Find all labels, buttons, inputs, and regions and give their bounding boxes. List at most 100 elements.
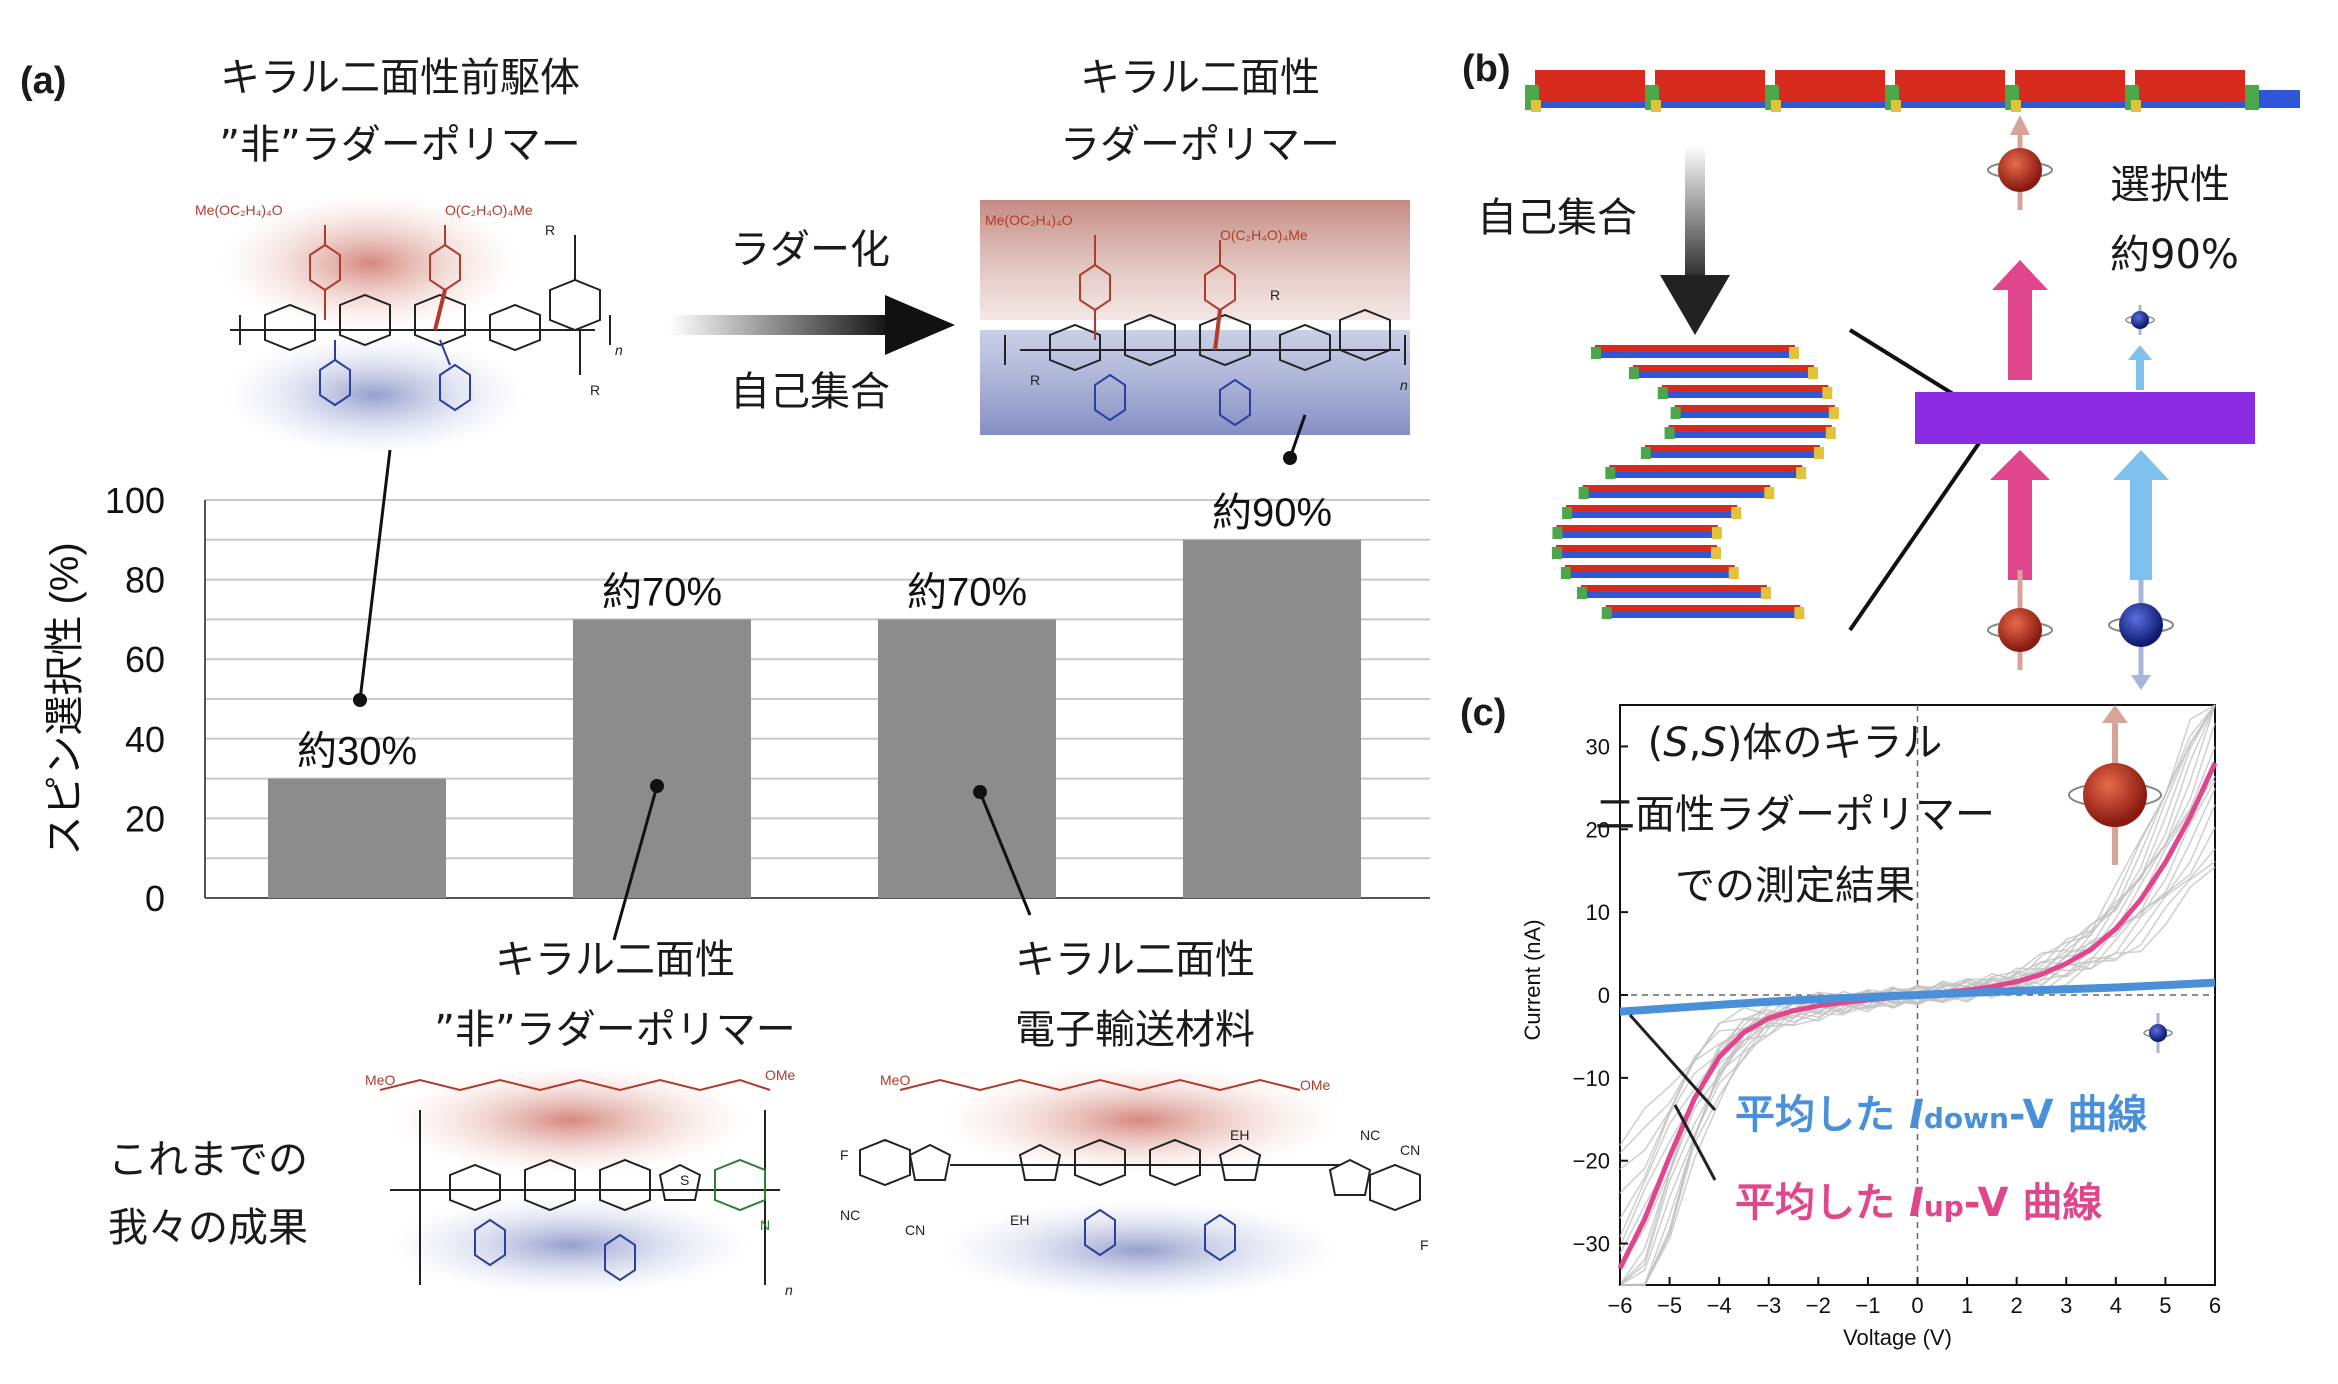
legend-pointer-lines [1628, 1013, 1717, 1181]
helix-strand-green [1601, 607, 1612, 619]
bar-data-label: 約90% [1212, 491, 1332, 535]
helix-strand-red [1609, 465, 1803, 472]
etm-ome: OMe [1300, 1077, 1331, 1093]
y-axis-label: スピン選択性 (%) [43, 542, 87, 855]
precursor-r-top: R [545, 222, 555, 238]
y-tick-label: 60 [125, 639, 165, 680]
helix-strand-blue [1668, 430, 1832, 438]
bar [878, 619, 1056, 898]
ladder-r-bottom: R [1030, 372, 1040, 388]
x-tick-label: 1 [1961, 1293, 1973, 1318]
ladder-n: n [1400, 377, 1408, 393]
self-assembly-arrow [1660, 145, 1730, 335]
etm-cn-left: CN [905, 1222, 925, 1238]
x-tick-label: 3 [2060, 1293, 2072, 1318]
y-tick-label: 20 [125, 798, 165, 839]
series-idown-line [1619, 978, 2216, 1016]
nonladder-label-line1: キラル二面性 [495, 937, 735, 983]
helix-strand-green [1657, 387, 1668, 399]
helix-strand-blue [1556, 530, 1718, 538]
ladder-sub-left: Me(OC₂H₄)₄O [985, 212, 1073, 228]
previous-work-line1: これまでの [108, 1137, 308, 1183]
y-tick-label: 0 [1598, 983, 1610, 1008]
y-tick-label: 100 [105, 480, 165, 521]
raw-trace [1619, 704, 2216, 1286]
etm-nc-left: NC [840, 1207, 860, 1223]
helix-strand-red [1668, 425, 1832, 432]
helix-strand-red [1582, 485, 1771, 492]
helix-strand-yellow [1794, 607, 1805, 619]
previous-work-line2: 我々の成果 [108, 1205, 308, 1251]
helix-strand-yellow [1789, 347, 1799, 359]
x-tick-label: 6 [2209, 1293, 2221, 1318]
helix-strand-green [1640, 447, 1651, 459]
bar-data-label: 約30% [297, 730, 417, 774]
helix-strand-red [1566, 505, 1738, 512]
helix-strand-green [1560, 567, 1571, 579]
etm-f-left: F [840, 1147, 849, 1163]
helix-strand-red [1644, 445, 1820, 452]
helix-strand-green [1552, 527, 1563, 539]
ladder-title-line1: キラル二面性 [1080, 55, 1320, 101]
x-tick-label: −1 [1855, 1293, 1880, 1318]
helix-strand-red [1632, 365, 1814, 372]
x-tick-label: 0 [1911, 1293, 1923, 1318]
helix-strand-yellow [1796, 467, 1807, 479]
nonladder-label-line2: ”非”ラダーポリマー [434, 1007, 796, 1053]
precursor-title-line2: ”非”ラダーポリマー [219, 122, 581, 168]
helix-strand-blue [1556, 550, 1718, 558]
arrow-label-bottom: 自己集合 [730, 369, 890, 415]
etm-structure: MeO OMe F NC CN EH EH NC CN F [840, 1065, 1429, 1300]
etm-meo: MeO [880, 1072, 910, 1088]
legend-iup: 平均した Iup-V 曲線 [1735, 1180, 2103, 1226]
bar-data-label: 約70% [907, 570, 1027, 614]
bar [268, 778, 446, 898]
precursor-r-bottom: R [590, 382, 600, 398]
raw-trace [1620, 704, 2216, 1286]
iv-annotation-line3: での測定結果 [1675, 863, 1915, 909]
y-tick-label: 10 [1586, 900, 1610, 925]
precursor-title-line1: キラル二面性前駆体 [220, 55, 580, 101]
y-tick-label: −10 [1573, 1066, 1610, 1091]
x-tick-label: −3 [1756, 1293, 1781, 1318]
ladder-structure: Me(OC₂H₄)₄O O(C₂H₄O)₄Me R R n [980, 200, 1410, 435]
helix-strand-red [1661, 385, 1829, 392]
helix-strand-blue [1609, 470, 1803, 478]
helix-strand-yellow [1825, 427, 1836, 439]
etm-eh-right: EH [1230, 1127, 1249, 1143]
x-tick-label: −6 [1607, 1293, 1632, 1318]
helix-strand-blue [1661, 390, 1829, 398]
selectivity-value: 約90% [2110, 232, 2239, 278]
etm-cn-right: CN [1400, 1142, 1420, 1158]
helix-strand-red [1556, 545, 1718, 552]
etm-label-line1: キラル二面性 [1015, 937, 1255, 983]
x-tick-label: 5 [2159, 1293, 2171, 1318]
helix-strand-red [1605, 605, 1801, 612]
helix-strand-blue [1674, 410, 1835, 418]
panel-c-letter: (c) [1460, 692, 1507, 734]
helix-strand-green [1664, 427, 1675, 439]
spin-down-small-icon [2143, 1013, 2173, 1053]
x-tick-label: −5 [1657, 1293, 1682, 1318]
legend-idown: 平均した Idown-V 曲線 [1735, 1092, 2148, 1138]
x-tick-label: −4 [1707, 1293, 1732, 1318]
helix-strand-blue [1566, 510, 1738, 518]
x-tick-label: −2 [1806, 1293, 1831, 1318]
y-tick-label: 80 [125, 560, 165, 601]
helix-strand-green [1628, 367, 1639, 379]
bar-data-label: 約70% [602, 570, 722, 614]
etm-nc-right: NC [1360, 1127, 1380, 1143]
precursor-n: n [615, 342, 623, 358]
helix-strand-green [1578, 487, 1589, 499]
helix-strand-yellow [1731, 507, 1742, 519]
ladderization-arrow [670, 295, 955, 355]
helix-strand-green [1552, 547, 1563, 559]
ladder-r-top: R [1270, 287, 1280, 303]
helix-strand-red [1595, 345, 1795, 352]
helix-strand-red [1556, 525, 1718, 532]
iv-annotation-line2: 二面性ラダーポリマー [1595, 792, 1995, 838]
precursor-sub-left: Me(OC₂H₄)₄O [195, 202, 283, 218]
nonladder-polymer-structure: MeO OMe S N n [365, 1065, 796, 1298]
